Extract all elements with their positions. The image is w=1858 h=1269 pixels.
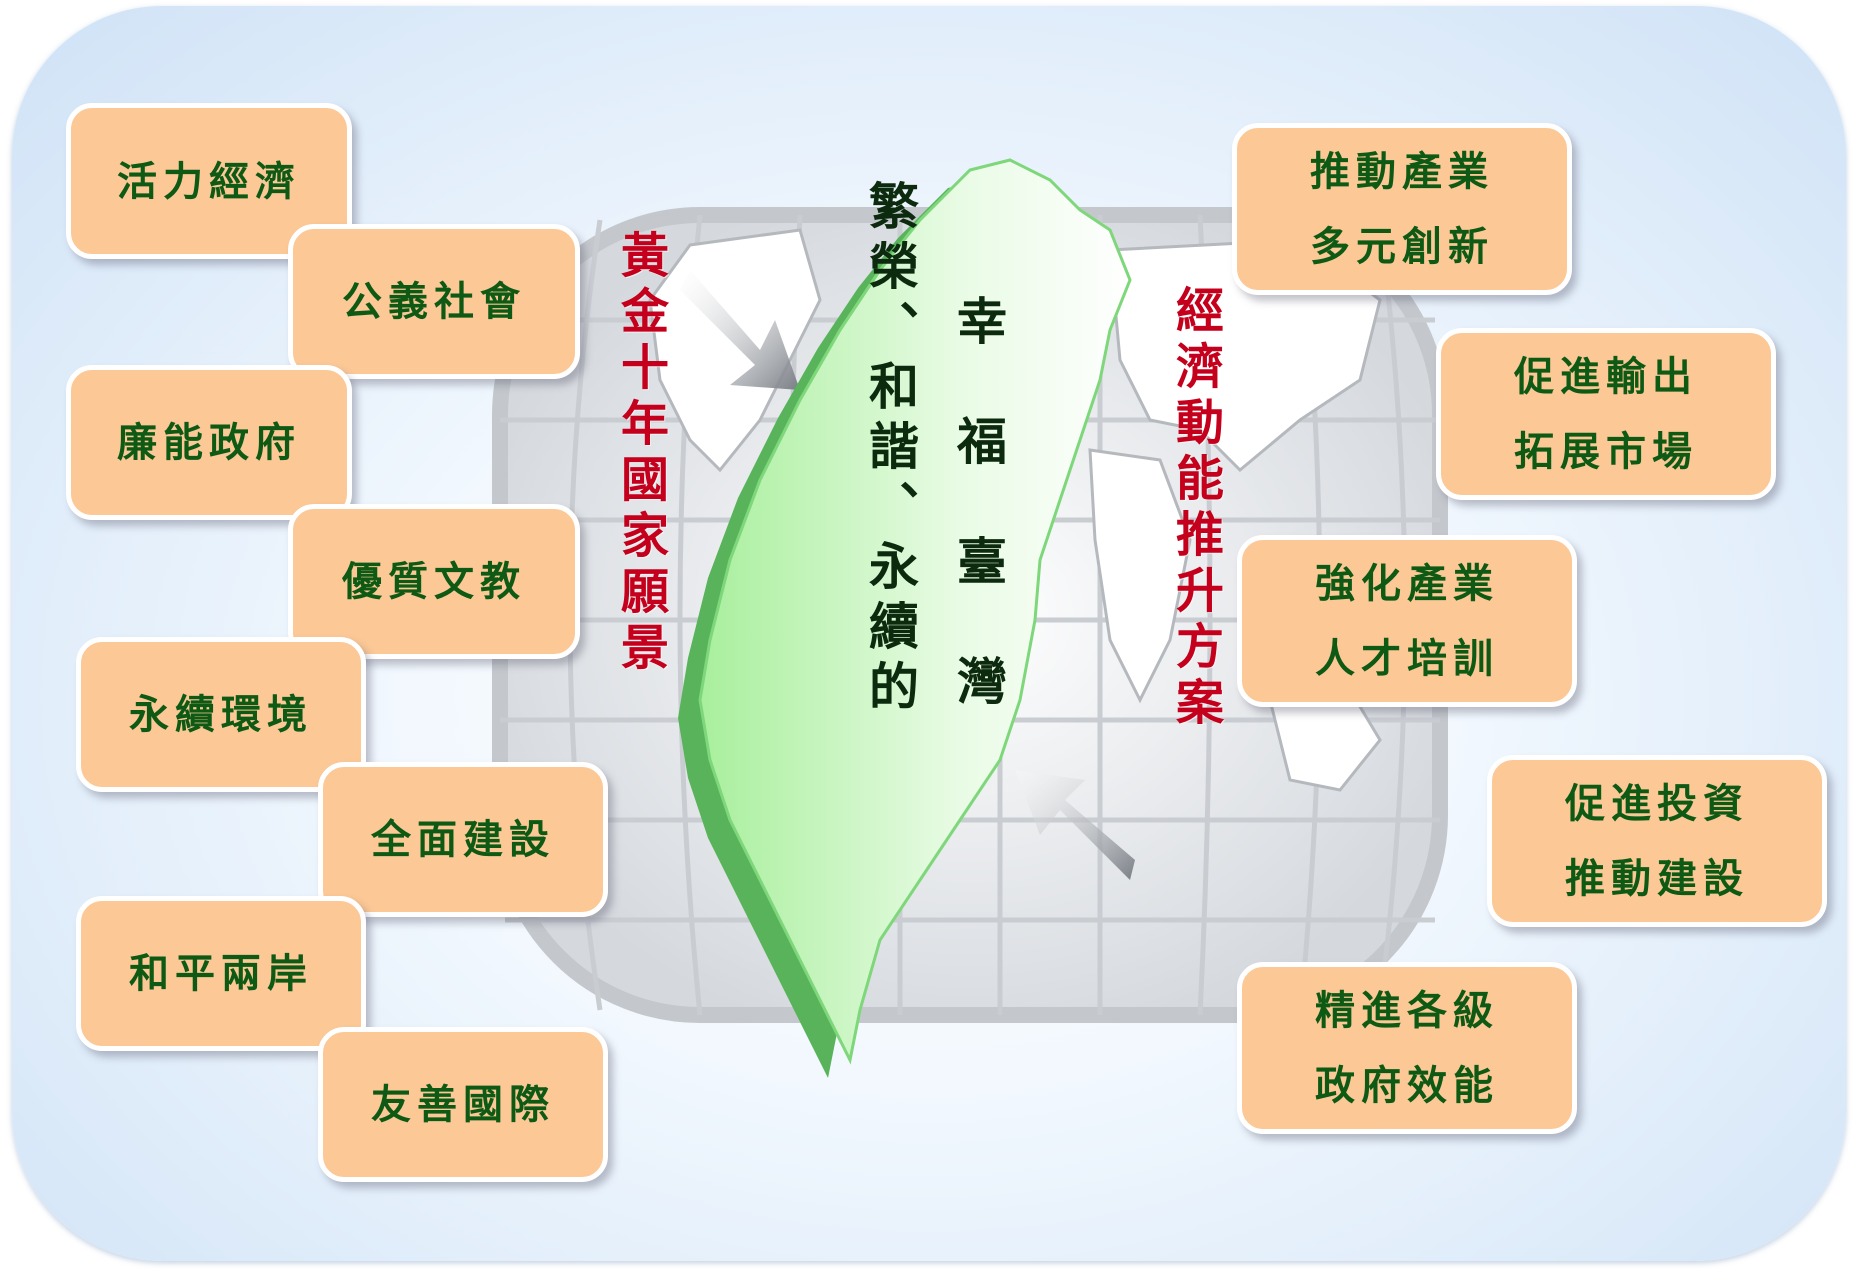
right-item-line2: 政府效能: [1315, 1062, 1499, 1109]
left-item-box: 公義社會: [288, 224, 580, 379]
left-arrow: [680, 270, 800, 390]
right-item-line2: 人才培訓: [1315, 635, 1499, 682]
left-item-label: 全面建設: [371, 816, 555, 863]
right-item-line2: 拓展市場: [1514, 428, 1698, 475]
left-item-box: 友善國際: [318, 1027, 608, 1182]
left-item-label: 永續環境: [129, 691, 313, 738]
taiwan-island: [678, 158, 1132, 1078]
left-item-label: 優質文教: [342, 558, 526, 605]
right-arrow: [1015, 770, 1135, 880]
right-item-box: 促進輸出拓展市場: [1436, 328, 1776, 500]
left-item-box: 全面建設: [318, 762, 608, 917]
right-item-line1: 促進輸出: [1514, 353, 1698, 400]
left-item-box: 廉能政府: [66, 365, 352, 520]
left-item-label: 公義社會: [342, 278, 526, 325]
right-item-box: 精進各級政府效能: [1237, 962, 1577, 1134]
left-item-label: 廉能政府: [117, 419, 301, 466]
right-item-box: 強化產業人才培訓: [1237, 535, 1577, 707]
right-item-box: 推動產業多元創新: [1232, 123, 1572, 295]
center-slogan-right: 幸福臺灣: [949, 295, 1008, 775]
right-item-line2: 推動建設: [1565, 855, 1749, 902]
right-item-line2: 多元創新: [1310, 223, 1494, 270]
right-column-title: 經濟動能推升方案: [1167, 285, 1223, 733]
left-item-box: 優質文教: [288, 504, 580, 659]
left-item-label: 活力經濟: [117, 157, 301, 205]
left-item-label: 和平兩岸: [129, 950, 313, 997]
left-item-label: 友善國際: [371, 1081, 555, 1128]
right-item-box: 促進投資推動建設: [1487, 755, 1827, 927]
center-slogan-left: 繁榮、和諧、永續的: [861, 180, 920, 720]
right-item-line1: 強化產業: [1315, 560, 1499, 607]
right-item-line1: 推動產業: [1310, 148, 1494, 195]
left-column-title: 黃金十年國家願景: [612, 230, 668, 678]
right-item-line1: 精進各級: [1315, 987, 1499, 1034]
right-item-line1: 促進投資: [1565, 780, 1749, 827]
left-item-box: 和平兩岸: [76, 896, 366, 1051]
left-item-box: 永續環境: [76, 637, 366, 792]
